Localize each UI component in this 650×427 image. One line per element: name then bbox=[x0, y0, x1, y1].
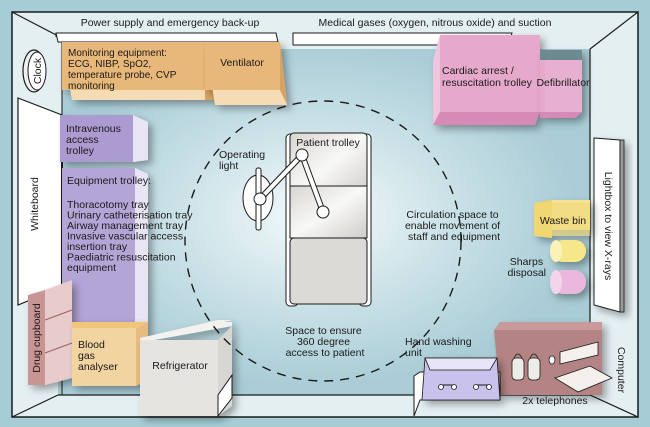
operating-light bbox=[242, 148, 330, 231]
waste-bin-label: Waste bin bbox=[540, 215, 586, 227]
space-360-label: Space to ensure 360 degree access to pat… bbox=[285, 325, 364, 359]
lightbox-label: Lightbox to view X-rays bbox=[602, 172, 614, 281]
circulation-label: Circulation space to enable movement of … bbox=[405, 209, 503, 243]
wall-edge bbox=[11, 394, 59, 418]
circulation-circle bbox=[184, 100, 462, 382]
clock: Clock bbox=[22, 49, 47, 93]
wall-edge bbox=[589, 394, 639, 418]
hand-washing-label: Hand washing unit bbox=[405, 336, 474, 359]
blood-gas-label: Blood gas analyser bbox=[78, 339, 118, 373]
power-supply-rail bbox=[55, 32, 279, 43]
sharps-disposal bbox=[550, 240, 586, 294]
ventilator bbox=[205, 42, 287, 105]
power-supply-label: Power supply and emergency back-up bbox=[81, 17, 260, 29]
hand-washing-unit bbox=[413, 357, 501, 417]
telephones-label: 2x telephones bbox=[522, 395, 587, 407]
blood-gas-analyser bbox=[72, 322, 148, 386]
defibrillator-label: Defibrillator bbox=[536, 77, 590, 89]
whiteboard-label: Whiteboard bbox=[29, 177, 41, 231]
equipment-trolley-items: Thoracotomy tray Urinary catheterisation… bbox=[67, 199, 195, 274]
cardiac-arrest-trolley bbox=[433, 35, 540, 125]
telephone-1 bbox=[511, 353, 525, 381]
drug-cupboard-label: Drug cupboard bbox=[31, 303, 43, 373]
clock-label: Clock bbox=[32, 57, 44, 84]
patient-trolley-label: Patient trolley bbox=[296, 137, 360, 149]
operating-light-label: Operating light bbox=[219, 149, 268, 172]
equipment-trolley-title: Equipment trolley: bbox=[67, 175, 151, 187]
computer-label: Computer bbox=[615, 347, 627, 394]
iv-trolley-label: Intravenous access trolley bbox=[66, 123, 124, 157]
sharps-label: Sharps disposal bbox=[507, 256, 546, 279]
defibrillator bbox=[540, 50, 582, 118]
wall-edge bbox=[589, 11, 639, 50]
cardiac-trolley-label: Cardiac arrest / resuscitation trolley bbox=[442, 65, 533, 89]
waste-bin bbox=[534, 200, 590, 238]
ventilator-label: Ventilator bbox=[220, 57, 264, 69]
drug-cupboard bbox=[28, 280, 73, 385]
equipment-trolley bbox=[62, 168, 148, 326]
iv-access-trolley bbox=[60, 115, 148, 162]
lightbox bbox=[593, 137, 625, 313]
refrigerator-label: Refrigerator bbox=[152, 360, 208, 372]
wall-edge bbox=[11, 11, 63, 39]
telephone-2 bbox=[527, 353, 541, 381]
floor-plinth bbox=[217, 373, 233, 418]
medical-gases-label: Medical gases (oxygen, nitrous oxide) an… bbox=[319, 17, 552, 29]
monitoring-label: Monitoring equipment: ECG, NIBP, SpO2, t… bbox=[68, 48, 179, 92]
patient-trolley bbox=[285, 132, 372, 307]
computer bbox=[548, 341, 613, 393]
